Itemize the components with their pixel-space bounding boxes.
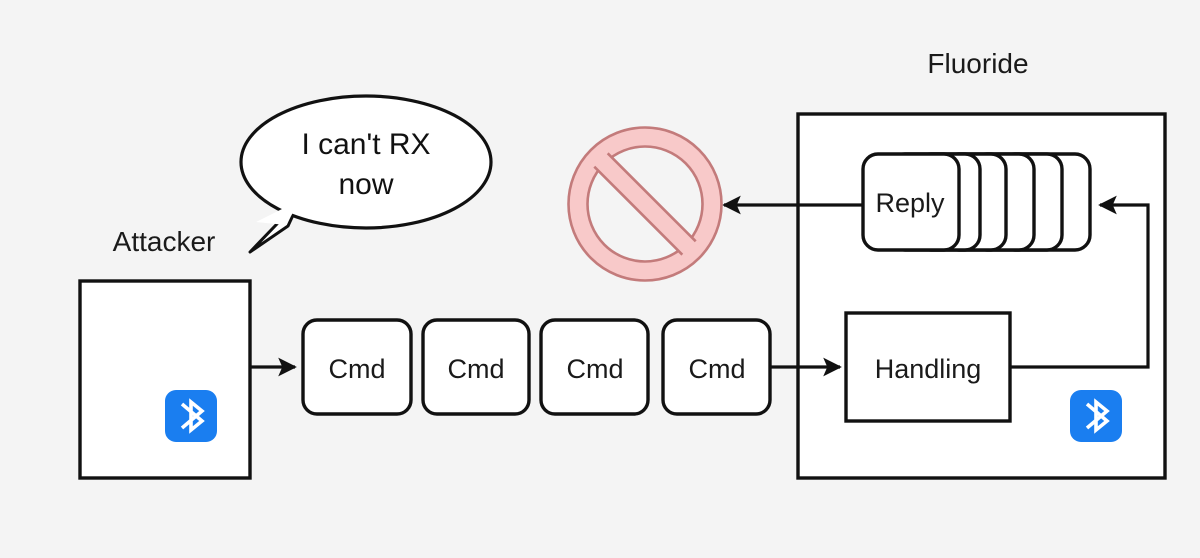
prohibition-icon — [567, 126, 723, 282]
speech-bubble-tail-joint — [256, 200, 300, 225]
speech-bubble-body — [239, 94, 493, 230]
reply-stack: Reply — [861, 152, 1092, 252]
arrow-handling-to-reply — [1010, 195, 1150, 369]
bluetooth-icon-attacker — [165, 390, 217, 442]
prohibition-ring-inner-edge — [586, 145, 704, 263]
cmd-box-1-label: Cmd — [328, 354, 385, 384]
prohibition-slash-fill — [594, 153, 696, 255]
reply-stack-label: Reply — [875, 188, 945, 218]
cmd-box-2 — [421, 318, 531, 416]
handling-box-label: Handling — [875, 354, 982, 384]
prohibition-slash-edge-b — [606, 152, 697, 243]
command-queue: Cmd Cmd Cmd Cmd — [301, 318, 772, 416]
prohibition-ring-outer-edge — [567, 126, 723, 282]
bluetooth-icon-attacker-glyph — [180, 398, 205, 434]
attacker-box — [78, 279, 252, 480]
reply-stack-card-1 — [861, 152, 961, 252]
handling-box — [844, 311, 1012, 423]
bluetooth-icon-fluoride-glyph — [1085, 398, 1110, 434]
prohibition-ring-fill — [568, 127, 722, 281]
cmd-box-3-label: Cmd — [566, 354, 623, 384]
cmd-box-3 — [539, 318, 650, 416]
fluoride-label: Fluoride — [927, 48, 1028, 79]
cmd-box-4-label: Cmd — [688, 354, 745, 384]
bluetooth-icon-fluoride — [1070, 390, 1122, 442]
speech-bubble-line-1: I can't RX — [301, 128, 430, 161]
cmd-box-2-label: Cmd — [447, 354, 504, 384]
cmd-box-1 — [301, 318, 413, 416]
speech-bubble: I can't RX now — [239, 94, 493, 254]
speech-bubble-line-2: now — [338, 168, 393, 201]
prohibition-slash-edge-a — [593, 165, 684, 256]
attacker-label: Attacker — [113, 226, 216, 257]
